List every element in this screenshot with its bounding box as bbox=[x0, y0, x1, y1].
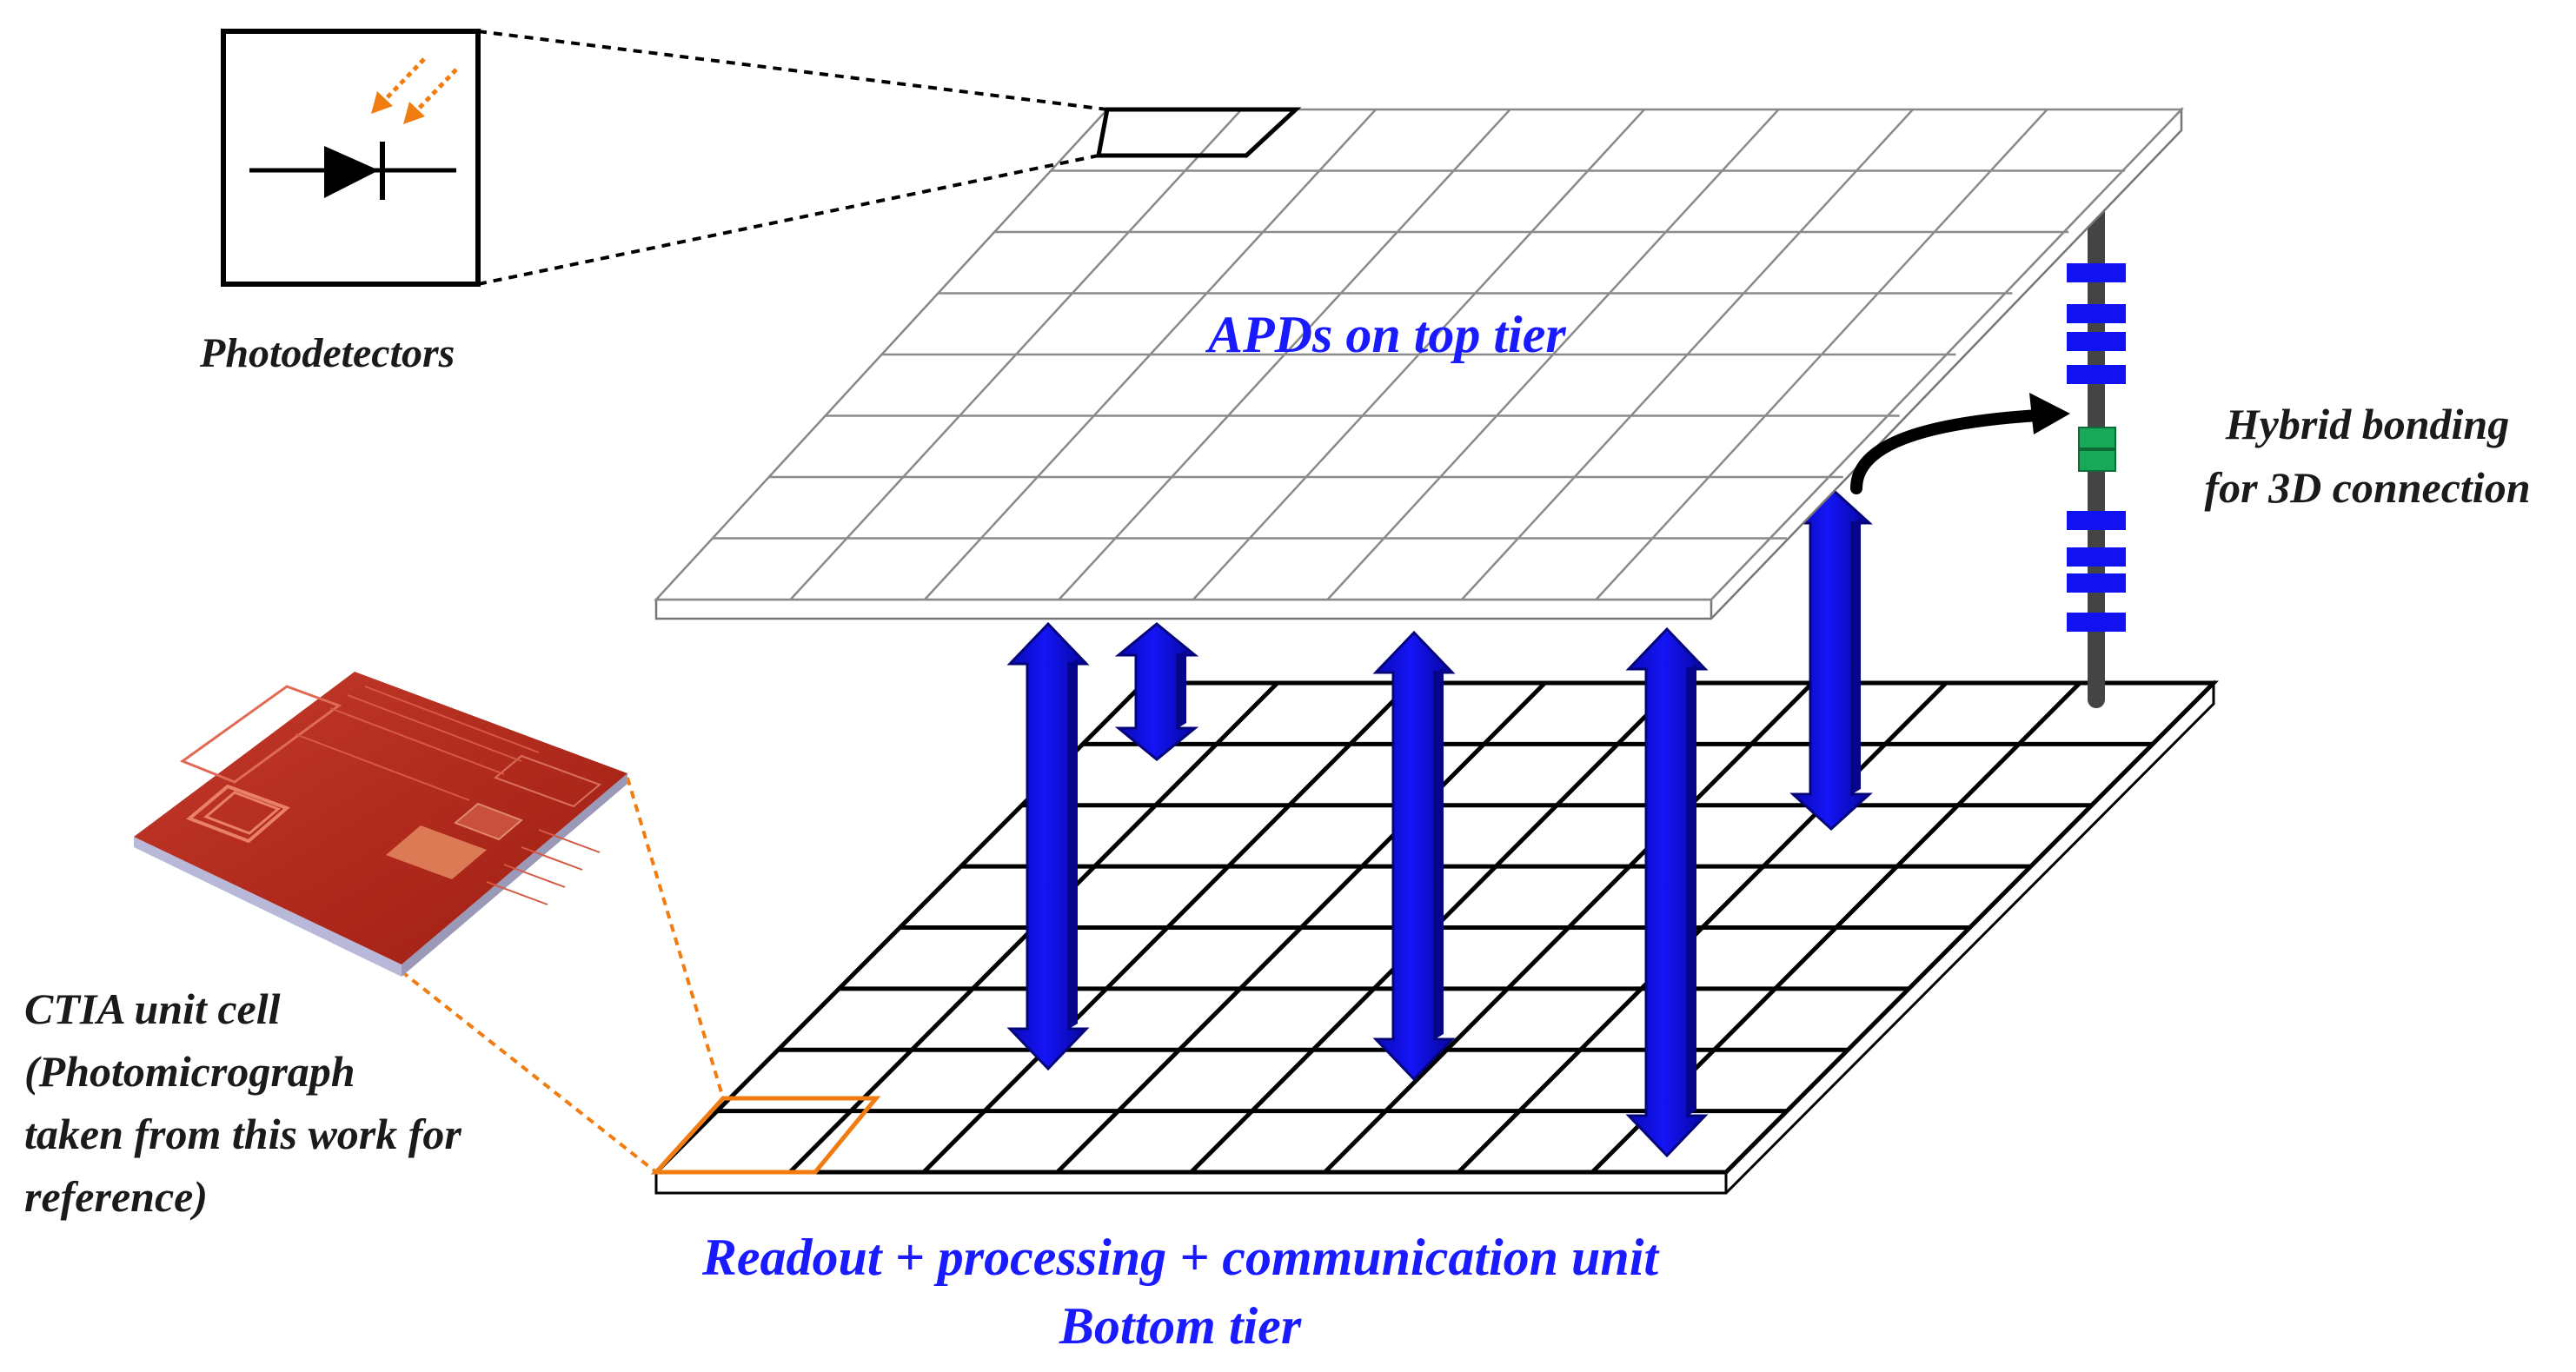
top-grid-col-line bbox=[1192, 109, 1645, 600]
hybrid-bonding-label-line2: for 3D connection bbox=[2205, 463, 2531, 512]
bond-pad bbox=[2067, 332, 2126, 351]
ctia-chip-photomicrograph bbox=[134, 672, 627, 977]
double-arrow-side bbox=[1852, 518, 1861, 794]
curved-arrow-icon bbox=[1850, 409, 2044, 494]
bottom-tier-label-line2: Bottom tier bbox=[1059, 1297, 1302, 1355]
bond-pad bbox=[2067, 365, 2126, 384]
hybrid-bond-interface bbox=[2078, 449, 2116, 472]
light-arrows-icon bbox=[371, 57, 458, 124]
double-arrow-side bbox=[1688, 664, 1696, 1116]
photodetector-callout bbox=[221, 29, 1108, 287]
bottom-grid-col-line bbox=[1323, 681, 1815, 1174]
curved-arrow-head-icon bbox=[2029, 393, 2070, 434]
double-arrow-side bbox=[1435, 667, 1444, 1039]
ctia-label-line2: (Photomicrograph bbox=[24, 1047, 355, 1096]
bottom-tier-label-line1: Readout + processing + communication uni… bbox=[701, 1229, 1661, 1286]
ctia-label-line1: CTIA unit cell bbox=[24, 984, 281, 1033]
double-arrow-side bbox=[1069, 659, 1078, 1029]
top-tier-grid bbox=[712, 109, 2126, 600]
photodiode-icon bbox=[249, 142, 456, 200]
bond-pad bbox=[2067, 304, 2126, 323]
bond-pad bbox=[2067, 263, 2126, 282]
ctia-label-line4: reference) bbox=[24, 1172, 208, 1221]
top-tier-plate bbox=[654, 106, 2184, 620]
double-arrow-side bbox=[1178, 650, 1186, 728]
photodetector-cell-highlight bbox=[1095, 107, 1302, 158]
chip-metal-lines bbox=[295, 686, 601, 905]
hybrid-bond-stack bbox=[2067, 196, 2126, 708]
photodetectors-label: Photodetectors bbox=[199, 330, 455, 376]
ctia-label-line3: taken from this work for bbox=[24, 1110, 461, 1158]
ctia-unit-cell-highlight bbox=[651, 1096, 881, 1175]
hybrid-bonding-label-line1: Hybrid bonding bbox=[2225, 400, 2509, 448]
hybrid-bond-interface bbox=[2078, 427, 2116, 449]
apds-top-tier-label: APDs on top tier bbox=[1205, 306, 1566, 363]
top-grid-col-line bbox=[1461, 109, 1914, 600]
bond-pad bbox=[2067, 547, 2126, 567]
photodetector-box bbox=[221, 29, 481, 287]
top-grid-col-line bbox=[1595, 109, 2048, 600]
top-grid-col-line bbox=[1326, 109, 1780, 600]
bond-pad bbox=[2067, 573, 2126, 593]
bond-pad bbox=[2067, 511, 2126, 530]
bottom-grid-col-line bbox=[1457, 681, 1949, 1174]
ctia-chip-callout bbox=[134, 672, 725, 1174]
bond-pad bbox=[2067, 613, 2126, 632]
